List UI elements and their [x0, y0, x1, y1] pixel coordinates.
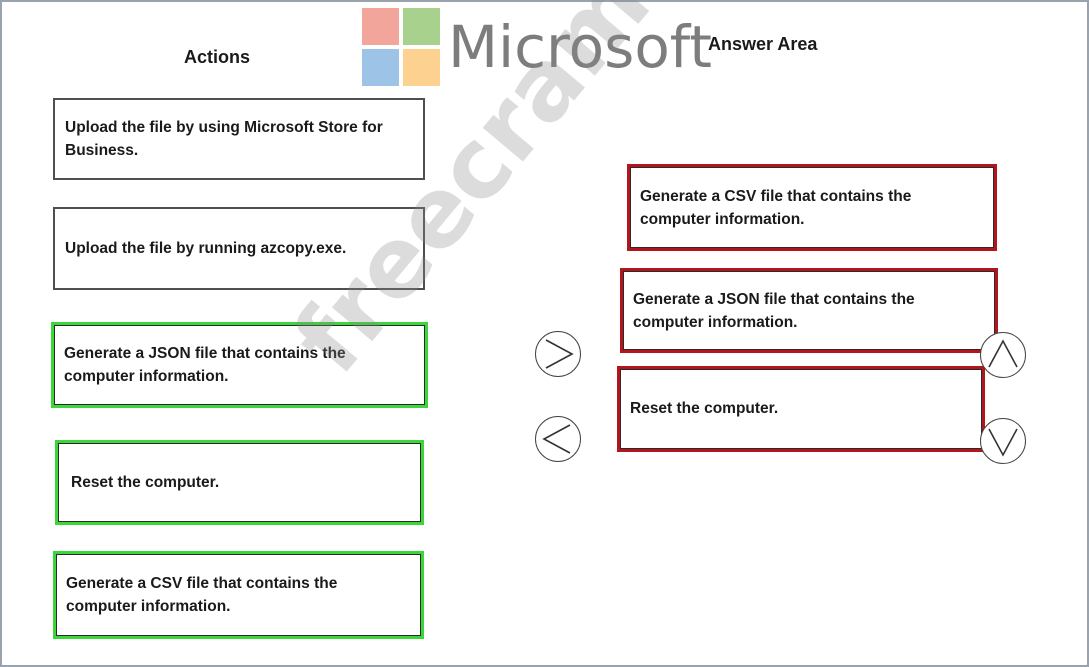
move-up-button[interactable] [980, 332, 1026, 378]
answer-area-heading: Answer Area [708, 34, 818, 54]
answer-item-generate-csv[interactable]: Generate a CSV file that contains the co… [627, 164, 997, 251]
microsoft-logo-icon [362, 8, 440, 86]
microsoft-logo-text: Microsoft [448, 13, 712, 81]
action-item-text: Generate a JSON file that contains the [64, 345, 346, 362]
answer-item-text: computer information. [640, 210, 805, 228]
answer-item-text: computer information. [633, 313, 798, 331]
answer-item-text: Generate a CSV file that contains the [640, 187, 912, 205]
action-item-text: computer information. [66, 598, 231, 615]
move-down-button[interactable] [980, 418, 1026, 464]
arrow-right-icon [545, 339, 574, 369]
action-item-text: Generate a CSV file that contains the [66, 575, 338, 592]
arrow-up-icon [988, 339, 1018, 368]
answer-item-text: Generate a JSON file that contains the [633, 290, 915, 308]
action-item-text: Reset the computer. [71, 474, 220, 491]
action-item-text: Upload the file by running azcopy.exe. [65, 240, 347, 257]
arrow-left-icon [542, 424, 571, 454]
action-item-text: Business. [65, 142, 139, 159]
move-right-button[interactable] [535, 331, 581, 377]
answer-item-text: Reset the computer. [630, 400, 779, 417]
action-item-reset-computer[interactable]: Reset the computer. [55, 440, 424, 525]
arrow-down-icon [988, 428, 1018, 457]
action-item-text: Upload the file by using Microsoft Store… [65, 119, 383, 136]
action-item-generate-csv[interactable]: Generate a CSV file that contains the co… [53, 551, 424, 639]
action-item-upload-store[interactable]: Upload the file by using Microsoft Store… [53, 98, 425, 180]
actions-heading: Actions [184, 47, 251, 67]
answer-item-reset-computer[interactable]: Reset the computer. [617, 366, 985, 452]
microsoft-logo: Microsoft [362, 8, 712, 86]
move-left-button[interactable] [535, 416, 581, 462]
action-item-text: computer information. [64, 368, 229, 385]
action-item-generate-json[interactable]: Generate a JSON file that contains the c… [51, 322, 428, 408]
answer-item-generate-json[interactable]: Generate a JSON file that contains the c… [620, 268, 998, 353]
action-item-upload-azcopy[interactable]: Upload the file by running azcopy.exe. [53, 207, 425, 290]
